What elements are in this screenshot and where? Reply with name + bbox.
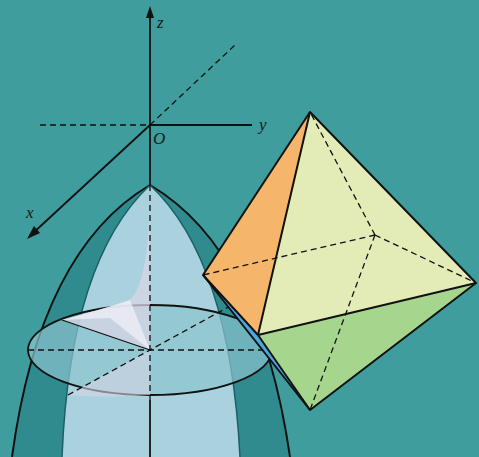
z-axis [149, 10, 151, 185]
shaded-wedge [62, 185, 150, 350]
z-axis-hidden [149, 185, 150, 400]
shaded-facet [62, 300, 150, 350]
axis-label: x [26, 204, 34, 221]
axis-label: O [153, 130, 165, 147]
octa-hidden-edges [203, 112, 476, 410]
z-arrow [146, 6, 154, 18]
shaded-wedge-lower [68, 350, 150, 397]
z-axis-lower [149, 400, 151, 457]
axis-label: y [259, 116, 267, 133]
y-axis-negative [40, 124, 150, 125]
x-axis [32, 125, 150, 234]
x-axis-negative [150, 45, 235, 125]
y-axis [150, 124, 252, 126]
x-arrow [27, 226, 40, 239]
octa-edges [203, 112, 476, 410]
octa-face-green [258, 283, 476, 410]
axis-label: z [157, 14, 164, 31]
wedge-edge [62, 320, 150, 350]
